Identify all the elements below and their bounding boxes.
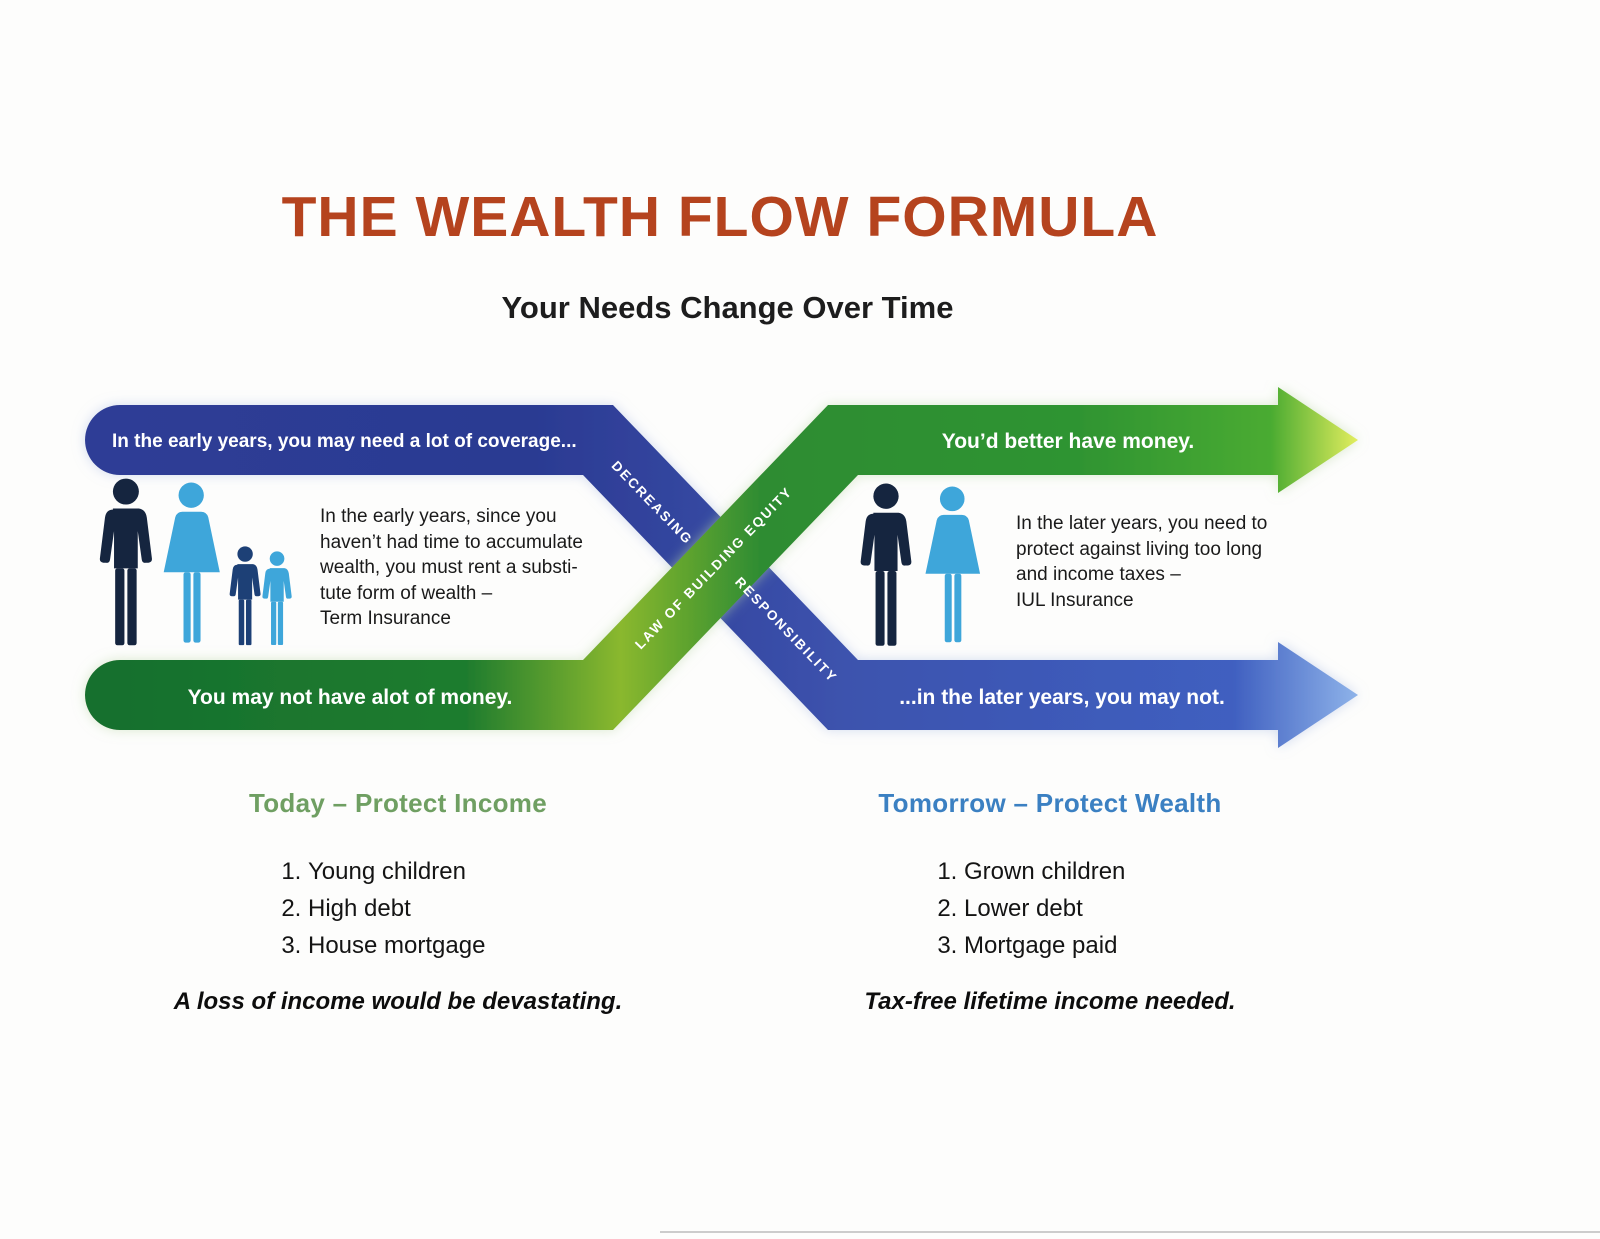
band-label-early-years: In the early years, you may need a lot o… [112,431,577,452]
band-label-better-have-money: You’d better have money. [942,430,1194,453]
note-line: haven’t had time to accumulate [320,531,583,553]
note-line: IUL Insurance [1016,589,1134,611]
subtitle: Your Needs Change Over Time [501,290,954,325]
flow-diagram: In the early years, you may need a lot o… [0,380,1600,780]
older-couple-figures [860,483,981,646]
later-years-note: In the later years, you need to protect … [1016,511,1267,613]
note-line: and income taxes – [1016,564,1181,585]
tomorrow-heading: Tomorrow – Protect Wealth [878,788,1222,818]
note-line: protect against living too long [1016,538,1263,560]
today-section: Today – Protect Income Young children Hi… [148,788,648,1016]
list-item: House mortgage [308,927,648,964]
scan-artifact-line [660,1231,1600,1233]
list-item: Lower debt [964,890,1280,927]
band-label-later-years: ...in the later years, you may not. [899,686,1225,709]
early-years-note: In the early years, since you haven’t ha… [320,504,583,632]
green-flow-band [85,387,1358,730]
tomorrow-note: Tax-free lifetime income needed. [864,988,1236,1015]
child-figure-icon [262,551,292,645]
tomorrow-list: Grown children Lower debt Mortgage paid [942,853,1280,964]
list-item: Young children [308,853,648,890]
flow-diagram-canvas: In the early years, you may need a lot o… [85,387,1358,748]
father-figure-icon [99,478,152,646]
list-item: Mortgage paid [964,927,1280,964]
note-line: In the early years, since you [320,506,557,527]
tomorrow-section: Tomorrow – Protect Wealth Grown children… [820,788,1280,1016]
husband-figure-icon [860,483,912,646]
today-note: A loss of income would be devastating. [173,988,623,1015]
today-heading: Today – Protect Income [249,788,547,818]
today-list: Young children High debt House mortgage [286,853,648,964]
list-item: High debt [308,890,648,927]
note-line: tute form of wealth – [320,582,493,604]
note-line: wealth, you must rent a substi- [320,557,578,578]
mother-figure-icon [163,482,220,643]
note-line: Term Insurance [320,608,451,629]
page-title: THE WEALTH FLOW FORMULA [281,185,1159,249]
young-family-figures [99,478,292,646]
list-item: Grown children [964,853,1280,890]
wife-figure-icon [925,486,981,643]
band-label-not-alot-of-money: You may not have alot of money. [188,686,513,709]
child-figure-icon [229,546,261,646]
note-line: In the later years, you need to [1016,513,1268,534]
